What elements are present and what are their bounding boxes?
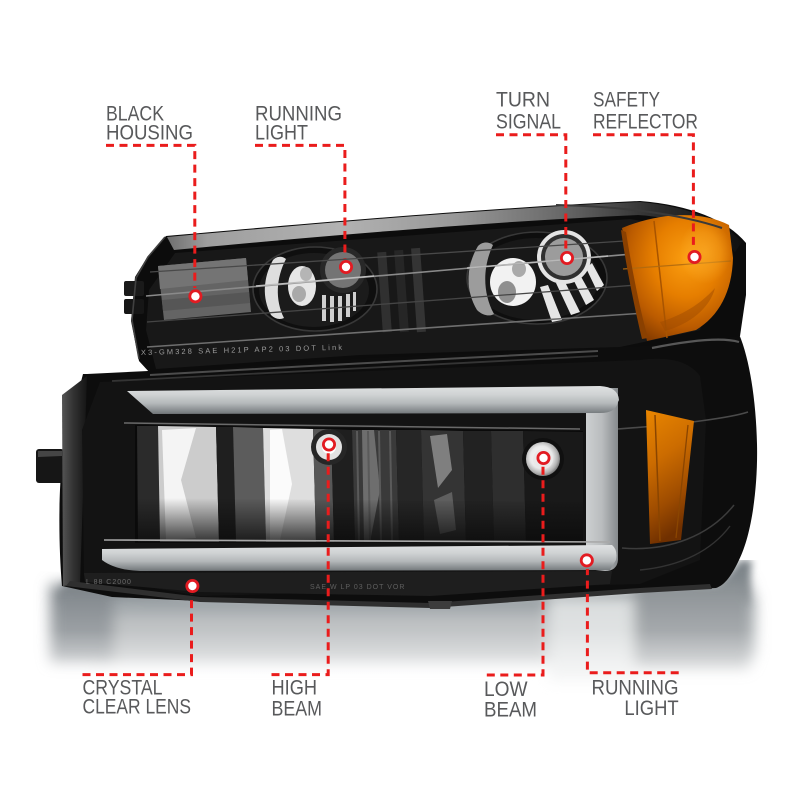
svg-text:LOW: LOW: [484, 678, 528, 701]
svg-text:BEAM: BEAM: [272, 698, 323, 721]
svg-text:SIGNAL: SIGNAL: [496, 111, 561, 134]
svg-text:CLEAR LENS: CLEAR LENS: [83, 696, 192, 719]
svg-text:SAE W LP 03 DOT VOR: SAE W LP 03 DOT VOR: [310, 584, 405, 591]
svg-text:BLACK: BLACK: [106, 102, 164, 125]
svg-text:TURN: TURN: [496, 89, 550, 112]
svg-text:LIGHT: LIGHT: [624, 697, 678, 720]
svg-text:L 88 C2000: L 88 C2000: [86, 579, 132, 586]
svg-text:CRYSTAL: CRYSTAL: [83, 676, 163, 699]
svg-text:RUNNING: RUNNING: [592, 677, 679, 700]
svg-text:SAFETY: SAFETY: [593, 89, 660, 112]
svg-text:HOUSING: HOUSING: [106, 121, 193, 144]
svg-text:LIGHT: LIGHT: [255, 121, 308, 144]
svg-text:BEAM: BEAM: [484, 699, 537, 722]
svg-text:RUNNING: RUNNING: [255, 102, 342, 125]
svg-text:HIGH: HIGH: [272, 676, 318, 699]
svg-text:REFLECTOR: REFLECTOR: [593, 111, 698, 134]
